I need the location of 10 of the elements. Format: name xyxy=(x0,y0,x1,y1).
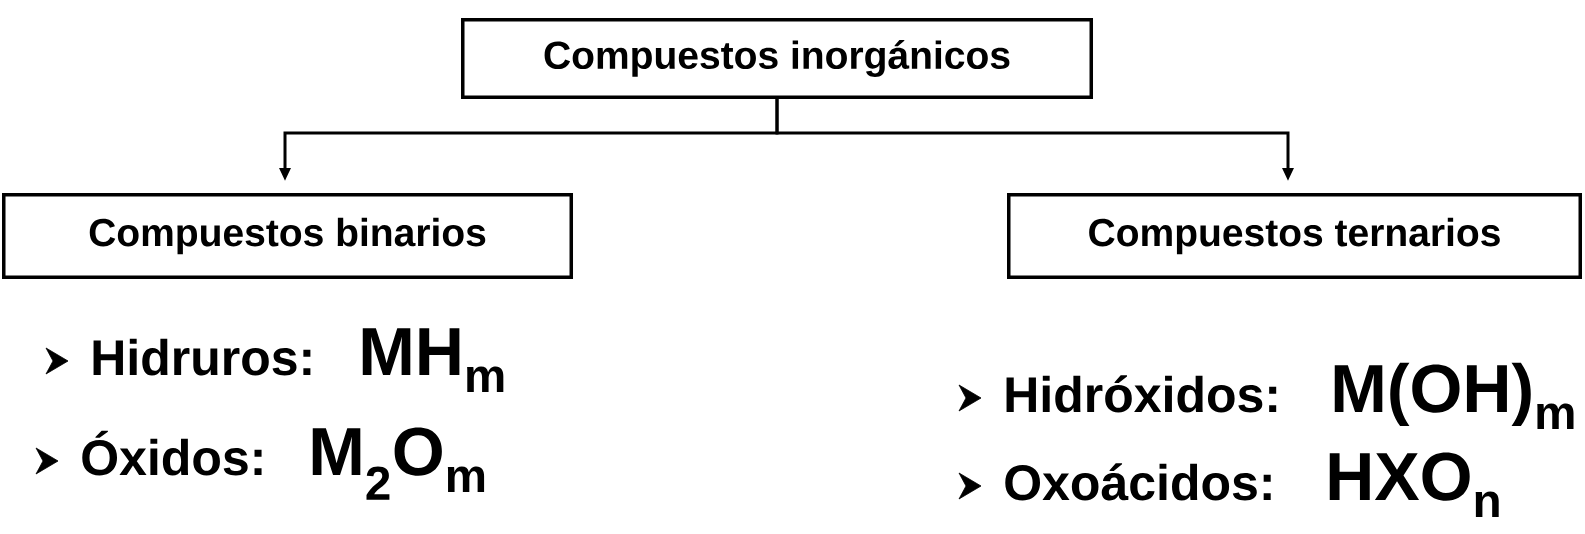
category-box: Compuestos ternarios xyxy=(1007,193,1582,279)
general-formula: M$_{2}$O$_{m}$ xyxy=(312,427,485,500)
category-term: Oxoácidos: xyxy=(1005,463,1271,501)
category-term: Hidruros: xyxy=(93,338,311,376)
category-term: Hidróxidos: xyxy=(1006,375,1277,413)
category-box: Compuestos binarios xyxy=(2,193,573,279)
general-formula: M(OH)$_{m}$ xyxy=(1334,362,1574,430)
general-formula: HXO$_{n}$ xyxy=(1329,452,1499,518)
category-term: Óxidos: xyxy=(82,430,262,476)
category-box: Compuestos inorgánicos xyxy=(461,18,1093,99)
